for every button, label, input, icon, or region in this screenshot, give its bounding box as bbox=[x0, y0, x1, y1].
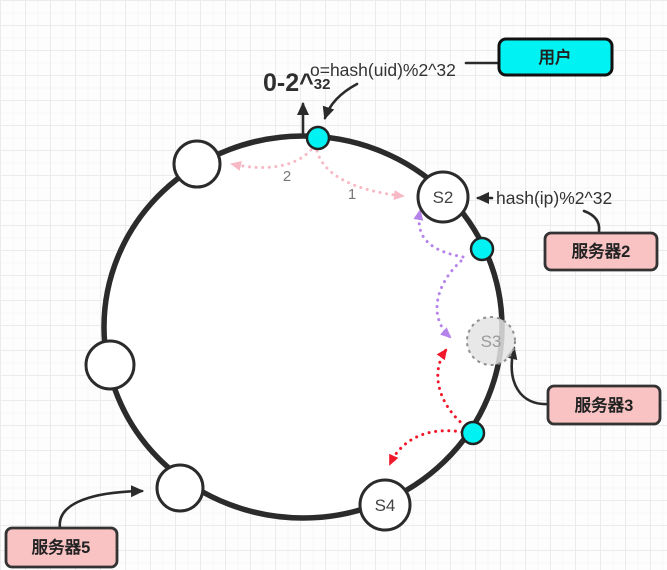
server3-box: 服务器3 bbox=[546, 384, 662, 426]
red-route-to-s4-path bbox=[388, 429, 464, 466]
ring-node-mid-left bbox=[84, 339, 136, 391]
server5-box-label: 服务器5 bbox=[32, 537, 91, 557]
s3-label: S3 bbox=[481, 332, 502, 351]
server2-box: 服务器2 bbox=[543, 231, 659, 272]
purple-route-to-s2-path bbox=[413, 209, 465, 259]
step-2-label: 2 bbox=[283, 168, 291, 185]
server2-box-rect bbox=[543, 231, 659, 272]
hash-dot-above-s4 bbox=[460, 420, 486, 446]
hash-dot-below-s2 bbox=[469, 236, 495, 262]
node-s2: S2 bbox=[416, 170, 470, 224]
s3-circle bbox=[466, 316, 516, 366]
node-s3-removed: S3 bbox=[466, 316, 516, 366]
user-box: 用户 bbox=[497, 37, 614, 77]
ring-range-exponent: 32 bbox=[314, 76, 331, 93]
node-s4: S4 bbox=[358, 478, 412, 532]
user-hash-dot bbox=[305, 125, 331, 151]
server3-box-label: 服务器3 bbox=[575, 395, 634, 415]
ring-range-prefix: 0-2^ bbox=[263, 69, 314, 97]
step-1-label: 1 bbox=[348, 186, 356, 203]
s2-circle bbox=[416, 170, 470, 224]
ring-range-label: 0-2^32 bbox=[263, 69, 330, 97]
server3-box-rect bbox=[546, 384, 662, 426]
server5-pointer-arrow bbox=[58, 485, 144, 530]
server5-box: 服务器5 bbox=[4, 526, 119, 569]
route-step2-path bbox=[230, 148, 313, 171]
ring-node-top-left bbox=[172, 139, 222, 189]
s2-label: S2 bbox=[433, 188, 454, 207]
s4-label: S4 bbox=[375, 496, 396, 515]
server2-box-label: 服务器2 bbox=[572, 241, 631, 261]
user-hash-formula: o=hash(uid)%2^32 bbox=[310, 60, 456, 80]
ring-node-server5 bbox=[155, 463, 205, 513]
uid-hash-pointer-arrow bbox=[322, 82, 359, 120]
server-hash-formula: hash(ip)%2^32 bbox=[496, 188, 612, 208]
user-box-label: 用户 bbox=[539, 47, 572, 67]
server3-pointer-arrow bbox=[505, 346, 551, 406]
user-box-rect bbox=[497, 37, 614, 77]
purple-route-to-s3-path bbox=[435, 259, 463, 339]
server2-box-connector-line bbox=[582, 209, 601, 233]
server5-box-rect bbox=[4, 526, 119, 569]
s4-circle bbox=[358, 478, 412, 532]
red-route-to-s3-path bbox=[436, 348, 467, 428]
